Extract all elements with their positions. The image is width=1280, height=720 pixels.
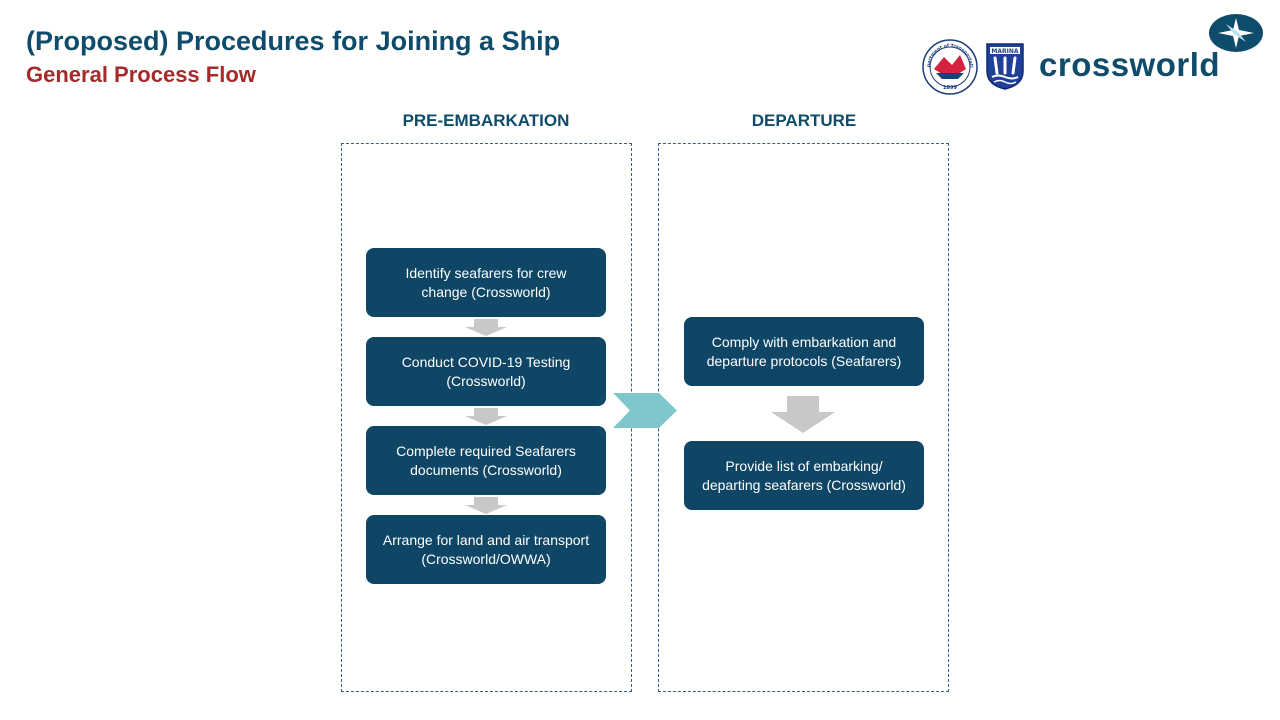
logo-area: 1899 Department of Transportation MARINA… [918,12,1268,98]
step-complete-documents: Complete required Seafarers documents (C… [366,426,606,495]
step-provide-list: Provide list of embarking/ departing sea… [684,441,924,510]
step-comply-protocols: Comply with embarkation and departure pr… [684,317,924,386]
step-identify-seafarers: Identify seafarers for crew change (Cros… [366,248,606,317]
down-arrow-icon [771,396,835,433]
step-arrange-transport: Arrange for land and air transport (Cros… [366,515,606,584]
marina-shield-icon: MARINA [986,43,1024,90]
column-header-pre-embarkation: PRE-EMBARKATION [402,111,570,130]
slide-subtitle: General Process Flow [26,62,256,87]
down-arrow-icon [465,408,507,425]
down-arrow-icon [465,497,507,514]
chevron-right-icon [613,393,677,428]
marina-label: MARINA [991,48,1018,55]
down-arrow-icon [465,319,507,336]
crossworld-wordmark: crossworld [1039,46,1221,83]
dotr-seal-icon: 1899 Department of Transportation [922,39,978,95]
compass-rose-icon [1209,14,1263,52]
dotr-seal-year: 1899 [943,85,957,91]
column-header-departure: DEPARTURE [751,111,857,130]
slide-title: (Proposed) Procedures for Joining a Ship [26,26,561,56]
step-covid-testing: Conduct COVID-19 Testing (Crossworld) [366,337,606,406]
